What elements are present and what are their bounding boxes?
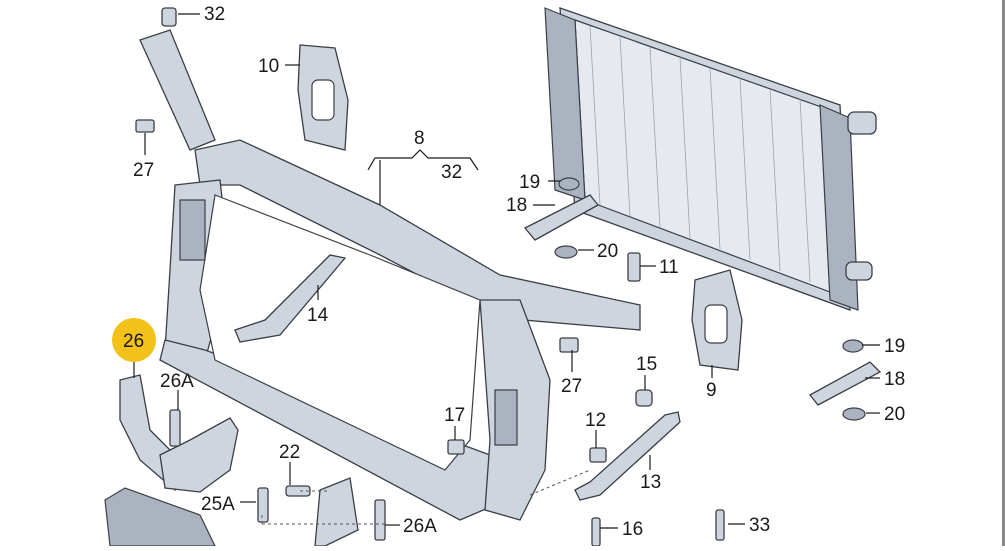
callout-27-left: 27	[133, 160, 154, 181]
callout-17: 17	[444, 405, 465, 426]
callout-10: 10	[258, 56, 279, 77]
radiator	[544, 7, 877, 311]
callout-8: 8	[414, 128, 425, 149]
callout-27-right: 27	[561, 376, 582, 397]
callout-16: 16	[622, 519, 643, 540]
bracket-26a	[159, 417, 239, 493]
highlight-circle	[112, 318, 156, 362]
callout-33: 33	[749, 515, 770, 536]
callout-25a: 25A	[201, 494, 235, 515]
callout-20-top: 20	[597, 241, 618, 262]
mount-18-top	[523, 177, 599, 259]
callout-19-top: 19	[519, 172, 540, 193]
callout-9: 9	[706, 380, 717, 401]
bracket-10	[297, 44, 349, 151]
leader-lines	[133, 13, 880, 529]
callout-22: 22	[279, 442, 300, 463]
callout-32-top: 32	[204, 4, 225, 25]
callout-32-mid: 32	[441, 162, 462, 183]
callout-13: 13	[640, 472, 661, 493]
callout-26a-bottom: 26A	[403, 516, 437, 537]
bracket-9	[691, 269, 743, 371]
callout-20-bottom: 20	[884, 404, 905, 425]
callout-18-bottom: 18	[884, 369, 905, 390]
callout-19-bottom: 19	[884, 336, 905, 357]
fasteners	[135, 7, 725, 547]
callout-11: 11	[659, 257, 679, 278]
callout-15: 15	[636, 354, 657, 375]
lock-carrier	[139, 29, 641, 521]
mount-18-bottom	[809, 339, 882, 421]
tube-13	[574, 411, 681, 501]
lower-member	[104, 487, 216, 547]
callout-18-top: 18	[506, 195, 527, 216]
strut-14	[234, 254, 347, 343]
callout-12: 12	[585, 410, 606, 431]
callout-26a-top: 26A	[160, 371, 194, 392]
callout-26: 26	[123, 331, 144, 352]
callout-14: 14	[307, 305, 329, 326]
